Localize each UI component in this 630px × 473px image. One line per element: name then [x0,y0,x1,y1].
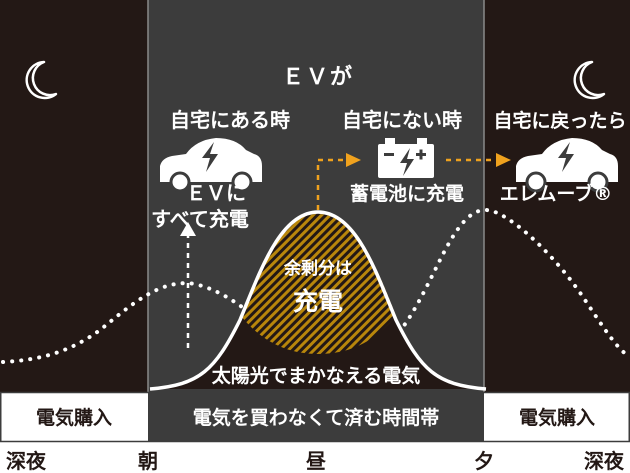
time-label-morning: 朝 [138,449,158,473]
surplus-label-line-1: 余剰分は [283,258,352,279]
bottom-left-label: 電気購入 [36,406,112,429]
ev-charge-line-1: ＥＶに [186,181,246,205]
ev-heading: ＥＶが [282,64,354,90]
ev-charge-line-2: すべて充電 [151,207,249,231]
time-label-evening: 夕 [474,449,494,473]
product-name: エレムーブ® [500,182,612,205]
ev-car-return-icon [514,136,620,193]
state-away-label: 自宅にない時 [342,108,462,132]
bottom-center-label: 電気を買わなくて済む時間帯 [193,406,439,429]
electricity-demand-curve [1,208,630,364]
solar-label: 太陽光でまかなえる電気 [212,364,420,387]
bottom-bar-center [148,392,484,442]
night-left-band [0,0,148,392]
surplus-to-battery-arrow [316,158,346,210]
storage-battery-icon [378,138,434,178]
ev-car-home-icon [158,136,264,193]
state-return-label: 自宅に戻ったら [493,109,626,132]
bottom-right-label: 電気購入 [519,406,595,429]
surplus-label-line-2: 充電 [293,287,343,316]
surplus-to-battery-arrowhead [346,153,361,167]
moon-left-icon [25,60,58,100]
time-label-late-night-right: 深夜 [584,449,625,473]
solar-generation-curve [149,210,487,391]
time-label-noon: 昼 [306,449,326,473]
ev-charge-arrow-head [180,222,196,236]
night-right-band [484,0,630,392]
moon-right-icon [573,60,606,100]
battery-charge-label: 蓄電池に充電 [350,182,464,205]
surplus-hatched-area [241,214,396,354]
state-home-label: 自宅にある時 [170,108,290,132]
time-label-late-night-left: 深夜 [6,449,47,473]
battery-to-ev-arrowhead [496,153,511,167]
